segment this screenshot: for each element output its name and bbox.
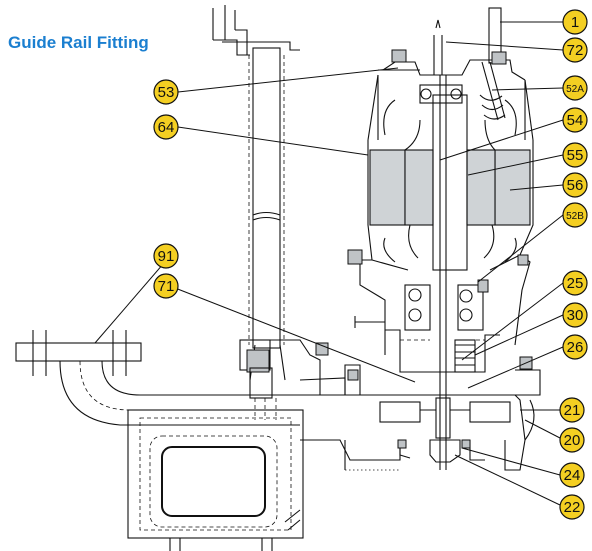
callout-22: 22 xyxy=(559,494,585,520)
svg-text:91: 91 xyxy=(158,248,175,265)
svg-text:22: 22 xyxy=(564,499,581,516)
svg-text:21: 21 xyxy=(564,402,581,419)
svg-text:64: 64 xyxy=(158,119,175,136)
callout-20: 20 xyxy=(559,427,585,453)
motor-housing xyxy=(299,7,541,471)
callout-54: 54 xyxy=(562,107,588,133)
svg-text:54: 54 xyxy=(567,112,584,129)
svg-text:55: 55 xyxy=(567,147,584,164)
svg-text:30: 30 xyxy=(567,307,584,324)
diagram-title: Guide Rail Fitting xyxy=(8,33,149,52)
callout-53: 53 xyxy=(153,79,179,105)
callout-balloons: 1 72 52A 53 64 54 55 56 xyxy=(153,9,588,520)
callout-91: 91 xyxy=(153,243,179,269)
callout-26: 26 xyxy=(562,334,588,360)
callout-71: 71 xyxy=(153,273,179,299)
callout-1: 1 xyxy=(562,9,588,35)
base-stand xyxy=(127,409,304,551)
guide-rail-assembly xyxy=(212,5,329,420)
discharge-elbow xyxy=(15,330,300,426)
svg-text:25: 25 xyxy=(567,275,584,292)
svg-text:20: 20 xyxy=(564,432,581,449)
callout-56: 56 xyxy=(562,172,588,198)
callout-30: 30 xyxy=(562,302,588,328)
callout-64: 64 xyxy=(153,114,179,140)
callout-55: 55 xyxy=(562,142,588,168)
svg-text:71: 71 xyxy=(158,278,175,295)
leader-lines xyxy=(94,21,564,506)
callout-21: 21 xyxy=(559,397,585,423)
svg-text:52B: 52B xyxy=(566,211,584,222)
callout-52A: 52A xyxy=(562,75,588,101)
callout-72: 72 xyxy=(562,37,588,63)
callout-52B: 52B xyxy=(562,202,588,228)
svg-text:24: 24 xyxy=(564,467,581,484)
svg-text:72: 72 xyxy=(567,42,584,59)
svg-text:52A: 52A xyxy=(566,84,584,95)
svg-text:53: 53 xyxy=(158,84,175,101)
svg-text:26: 26 xyxy=(567,339,584,356)
svg-text:56: 56 xyxy=(567,177,584,194)
svg-text:1: 1 xyxy=(571,14,579,31)
callout-24: 24 xyxy=(559,462,585,488)
callout-25: 25 xyxy=(562,270,588,296)
